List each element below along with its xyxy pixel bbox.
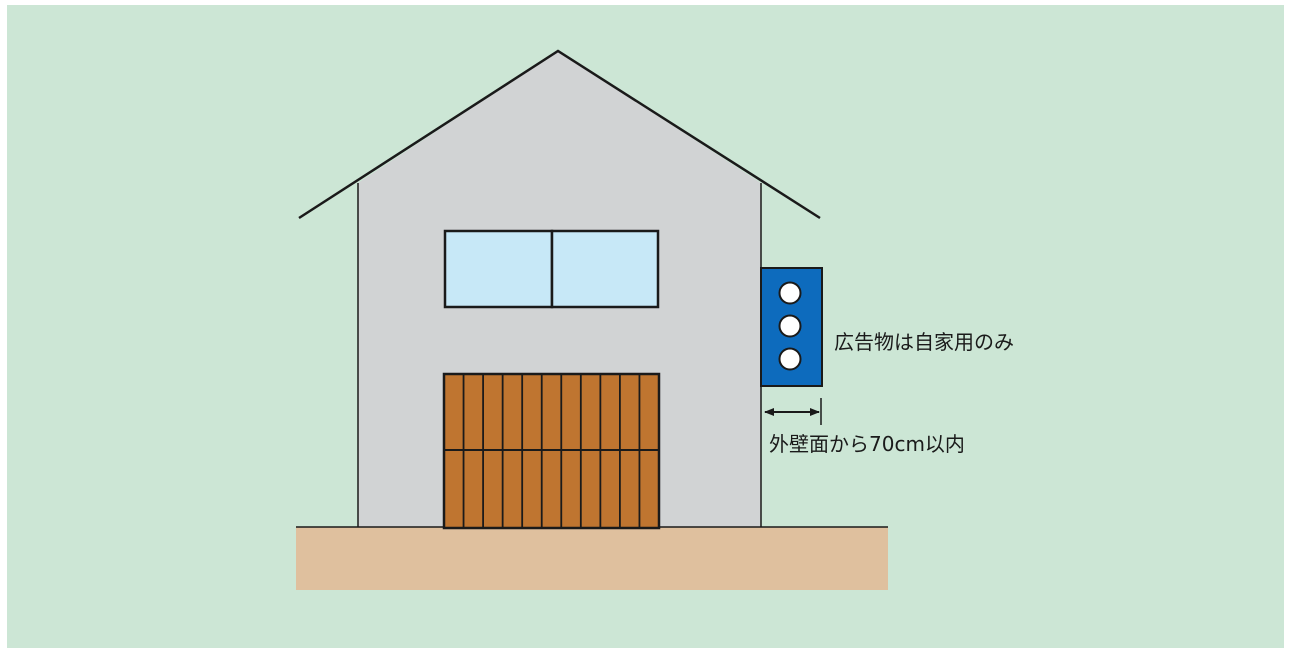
sign-circle-3	[778, 347, 802, 371]
distance-note-label: 外壁面から70cm以内	[769, 432, 965, 456]
ground	[296, 527, 888, 590]
roof	[298, 49, 821, 220]
sign-circle-2	[778, 314, 802, 338]
window-pane-left	[443, 229, 554, 309]
garage-door	[442, 372, 661, 530]
sign-circle-1	[778, 281, 802, 305]
upper-window	[443, 229, 660, 309]
window-pane-right	[550, 229, 660, 309]
signboard	[760, 267, 823, 387]
dimension-indicator	[764, 398, 822, 425]
sign-note-label: 広告物は自家用のみ	[834, 330, 1014, 354]
